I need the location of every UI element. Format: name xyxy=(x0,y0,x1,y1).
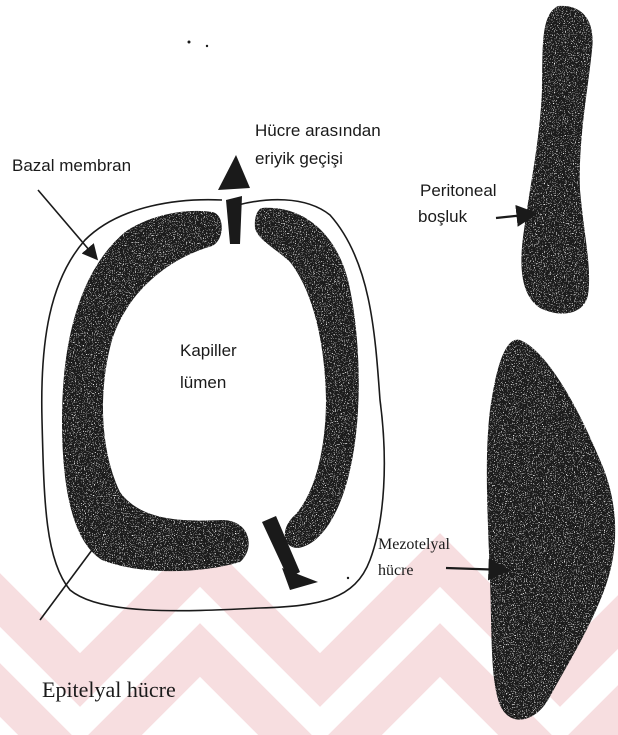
kapiller-label-line1: Kapiller xyxy=(180,340,237,362)
hucre-arasindan-label-line1: Hücre arasından xyxy=(255,120,381,142)
mezotelyal-label-line1: Mezotelyal xyxy=(378,534,450,556)
upper-mesothelial-cell xyxy=(521,6,592,314)
right-endothelial-cell xyxy=(255,208,359,548)
bazal-membran-label: Bazal membran xyxy=(12,155,131,177)
mezotelyal-label-line2: hücre xyxy=(378,560,414,582)
bazal-membran-pointer xyxy=(38,190,96,258)
epitelyal-label: Epitelyal hücre xyxy=(42,676,176,704)
top-gap-arrow-body xyxy=(226,196,242,244)
peritoneal-label-line1: Peritoneal xyxy=(420,180,497,202)
kapiller-label-line2: lümen xyxy=(180,372,226,394)
peritoneal-label-line2: boşluk xyxy=(418,206,467,228)
scan-dot xyxy=(188,41,191,44)
scan-dot xyxy=(206,45,208,47)
top-gap-arrowhead xyxy=(218,155,250,190)
scan-dot xyxy=(347,577,349,579)
hucre-arasindan-label-line2: eriyik geçişi xyxy=(255,148,343,170)
epitelyal-pointer xyxy=(40,550,92,620)
bottom-gap-arrowhead xyxy=(282,568,318,590)
